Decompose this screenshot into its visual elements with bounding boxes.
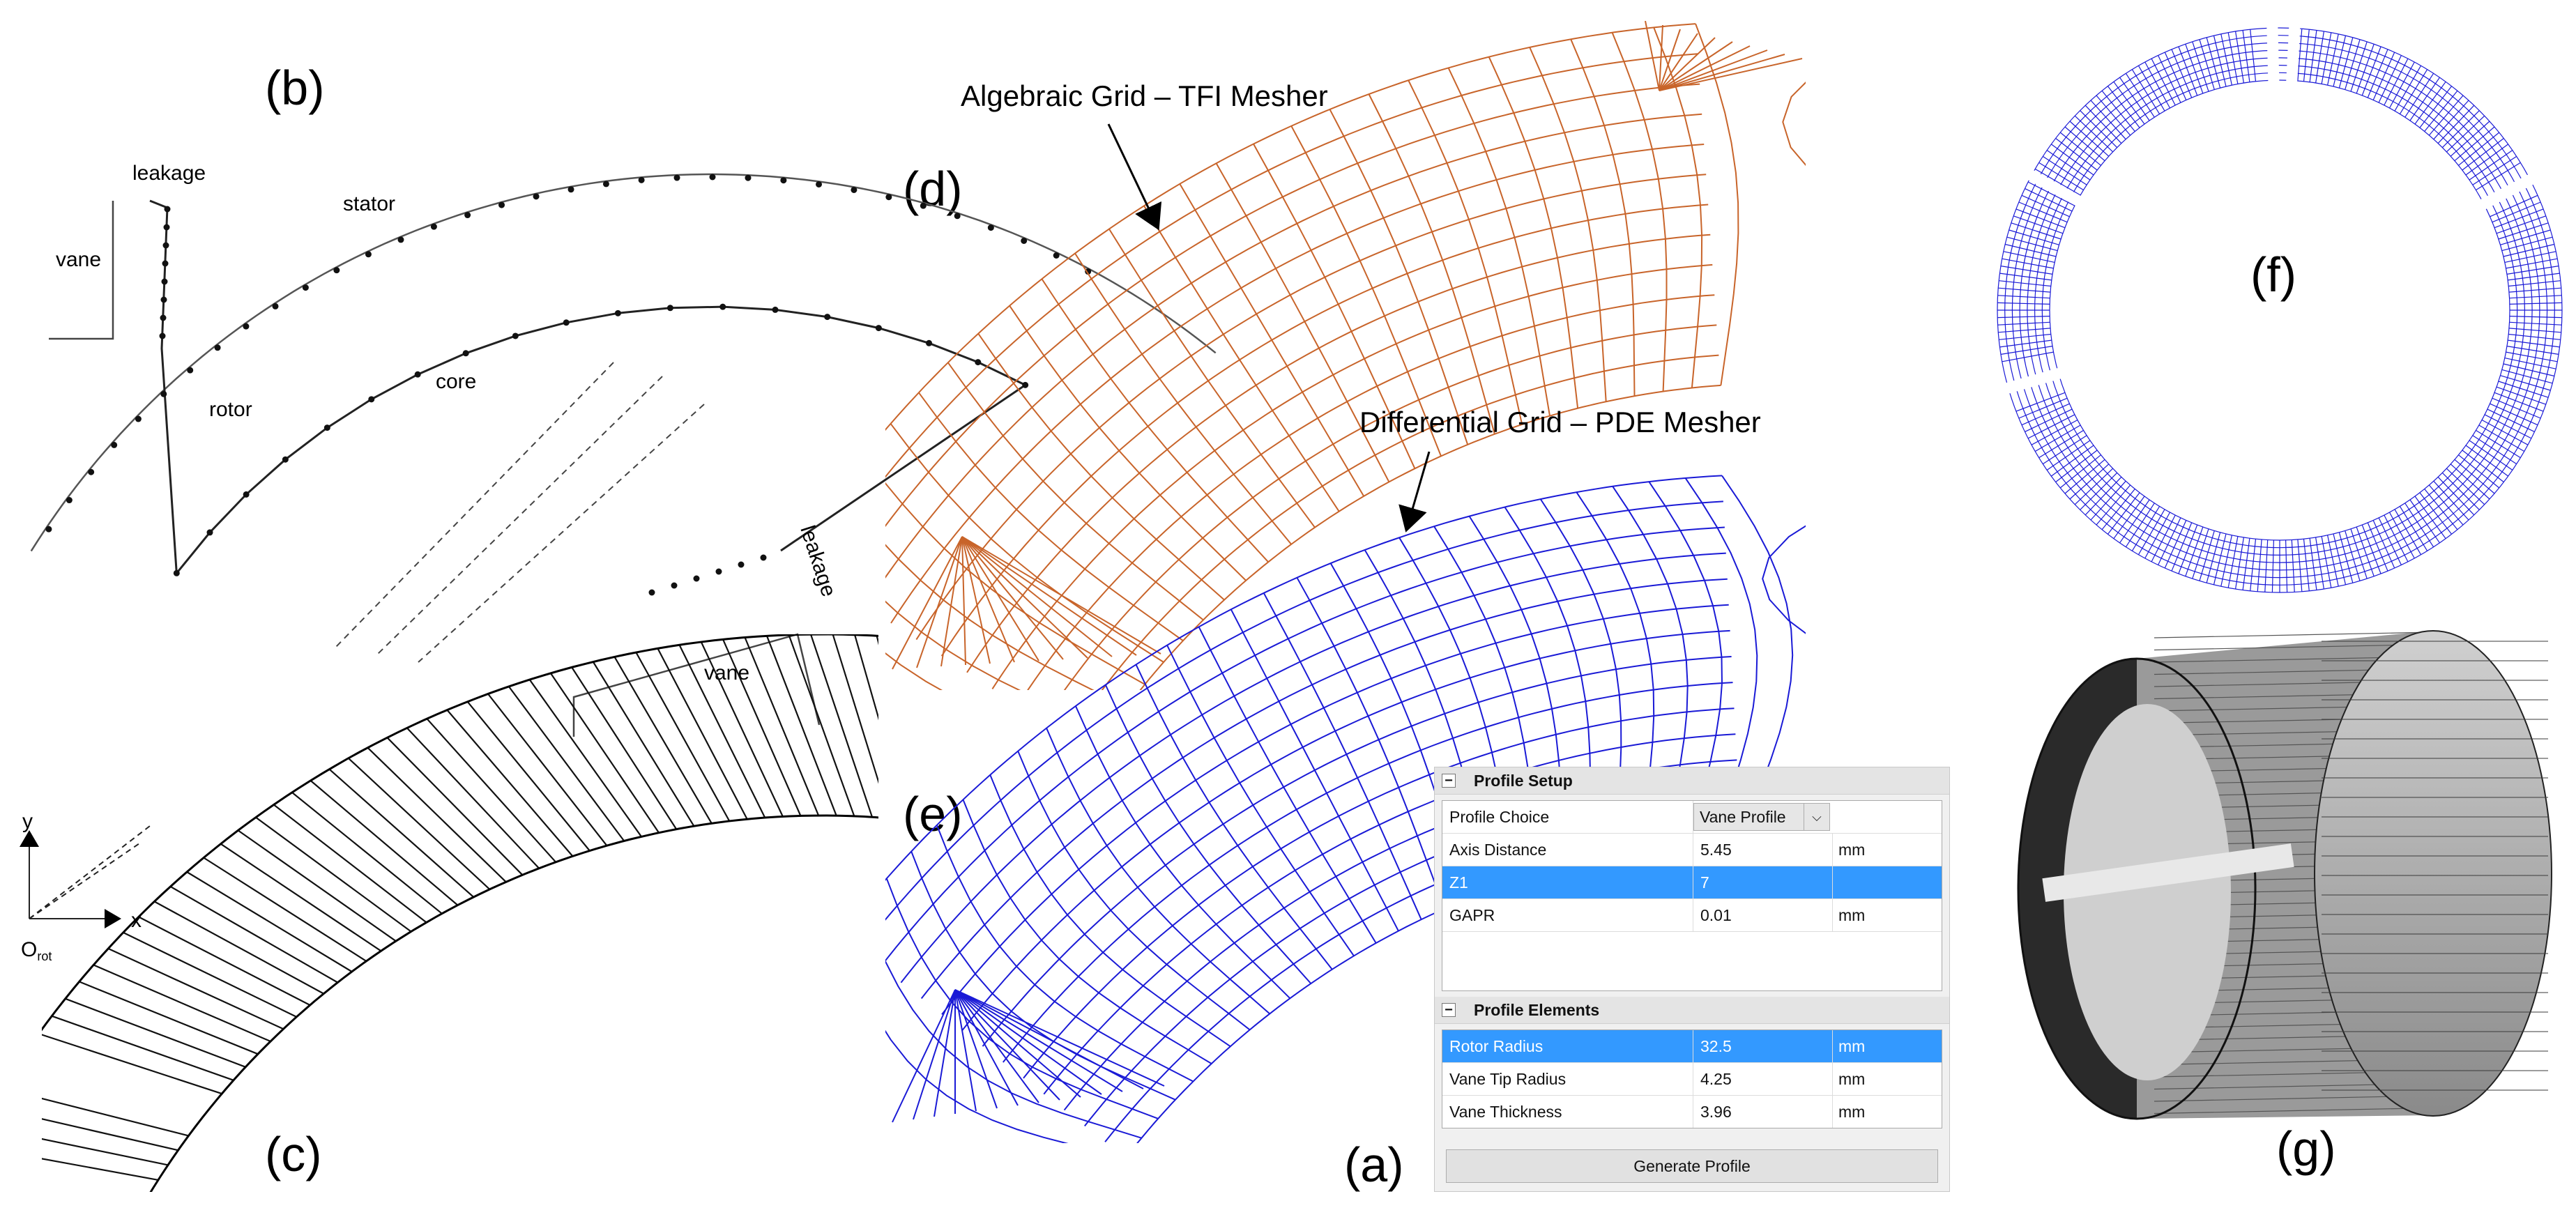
property-name: Vane Thickness — [1442, 1096, 1693, 1128]
property-row-z1[interactable]: Z1 7 — [1442, 866, 1942, 899]
differential-arrow — [1398, 451, 1431, 533]
cylinder-mesh-g — [2017, 630, 2552, 1120]
panel-label-b: (b) — [265, 61, 325, 115]
property-row-vane-thickness[interactable]: Vane Thickness 3.96 mm — [1442, 1096, 1942, 1128]
hatched-section-c: y x Orot — [20, 634, 878, 1192]
property-name: Vane Tip Radius — [1442, 1063, 1693, 1095]
property-name: GAPR — [1442, 899, 1693, 931]
property-unit: mm — [1838, 840, 1866, 859]
property-value[interactable]: 5.45 — [1693, 834, 1833, 866]
property-value[interactable]: 0.01 — [1693, 899, 1833, 931]
property-name: Axis Distance — [1442, 834, 1693, 866]
label-core: core — [436, 370, 476, 393]
label-rotor: rotor — [209, 398, 252, 421]
property-unit: mm — [1838, 905, 1866, 924]
property-value[interactable]: 4.25 — [1693, 1063, 1833, 1095]
label-vane-left: vane — [56, 248, 101, 271]
dashed-guides — [334, 362, 705, 663]
boundary-nodes — [45, 174, 1092, 596]
algebraic-arrow — [1107, 123, 1162, 231]
label-leakage-right: leakage — [795, 523, 840, 599]
axis-x-label: x — [131, 909, 142, 932]
origin-label: Orot — [21, 938, 52, 963]
axis-y-label: y — [22, 810, 33, 833]
profile-setup-grid: Profile Choice Vane Profile ⌵ Axis Dista… — [1442, 800, 1942, 991]
panel-label-c: (c) — [265, 1127, 322, 1181]
block-diagram-b: leakage vane stator core rotor vane leak… — [30, 162, 1217, 737]
property-value[interactable]: 7 — [1693, 866, 1833, 898]
label-vane-bottom: vane — [704, 661, 749, 684]
differential-grid-title: Differential Grid – PDE Mesher — [1359, 406, 1761, 438]
rotor-boundary — [149, 199, 1028, 576]
panel-label-d: (d) — [903, 162, 963, 216]
grid-empty-space — [1442, 932, 1942, 990]
collapse-icon[interactable]: − — [1442, 774, 1456, 788]
property-row-axis-distance[interactable]: Axis Distance 5.45 mm — [1442, 834, 1942, 866]
generate-profile-button[interactable]: Generate Profile — [1446, 1149, 1938, 1183]
property-unit: mm — [1838, 1069, 1866, 1088]
profile-setup-title: Profile Setup — [1474, 771, 1573, 790]
property-name: Profile Choice — [1442, 801, 1693, 833]
dropdown-value: Vane Profile — [1700, 807, 1786, 826]
property-unit: mm — [1838, 1036, 1866, 1055]
differential-mesh-e — [885, 475, 1806, 1143]
panel-label-f: (f) — [2250, 247, 2296, 302]
profile-setup-header[interactable]: − Profile Setup — [1435, 767, 1949, 795]
profile-choice-dropdown[interactable]: Vane Profile ⌵ — [1693, 803, 1830, 831]
stator-arc — [30, 173, 1217, 552]
property-value[interactable]: 3.96 — [1693, 1096, 1833, 1128]
label-stator: stator — [343, 192, 395, 215]
left-vane-outline — [49, 201, 114, 340]
property-row-gapr[interactable]: GAPR 0.01 mm — [1442, 899, 1942, 932]
property-value[interactable]: 32.5 — [1693, 1030, 1833, 1062]
property-unit — [1833, 866, 1942, 898]
ring-mesh-f — [1997, 24, 2563, 593]
right-vane-outline — [572, 633, 821, 737]
profile-elements-title: Profile Elements — [1474, 1000, 1600, 1019]
property-row-profile-choice[interactable]: Profile Choice Vane Profile ⌵ — [1442, 801, 1942, 834]
coordinate-axes — [20, 825, 151, 928]
property-name: Rotor Radius — [1442, 1030, 1693, 1062]
chevron-down-icon[interactable]: ⌵ — [1804, 804, 1829, 830]
property-unit: mm — [1838, 1102, 1866, 1121]
property-row-vane-tip-radius[interactable]: Vane Tip Radius 4.25 mm — [1442, 1063, 1942, 1096]
profile-elements-grid: Rotor Radius 32.5 mm Vane Tip Radius 4.2… — [1442, 1030, 1942, 1128]
panel-label-e: (e) — [903, 787, 963, 841]
label-leakage-top: leakage — [132, 162, 206, 185]
panel-label-a: (a) — [1344, 1138, 1404, 1192]
profile-elements-header[interactable]: − Profile Elements — [1435, 997, 1949, 1024]
panel-label-g: (g) — [2276, 1122, 2336, 1176]
collapse-icon[interactable]: − — [1442, 1003, 1456, 1017]
property-name: Z1 — [1442, 866, 1693, 898]
property-row-rotor-radius[interactable]: Rotor Radius 32.5 mm — [1442, 1030, 1942, 1063]
algebraic-grid-title: Algebraic Grid – TFI Mesher — [961, 79, 1328, 112]
algebraic-mesh-d — [885, 21, 1806, 690]
profile-settings-panel: − Profile Setup Profile Choice Vane Prof… — [1434, 767, 1950, 1192]
